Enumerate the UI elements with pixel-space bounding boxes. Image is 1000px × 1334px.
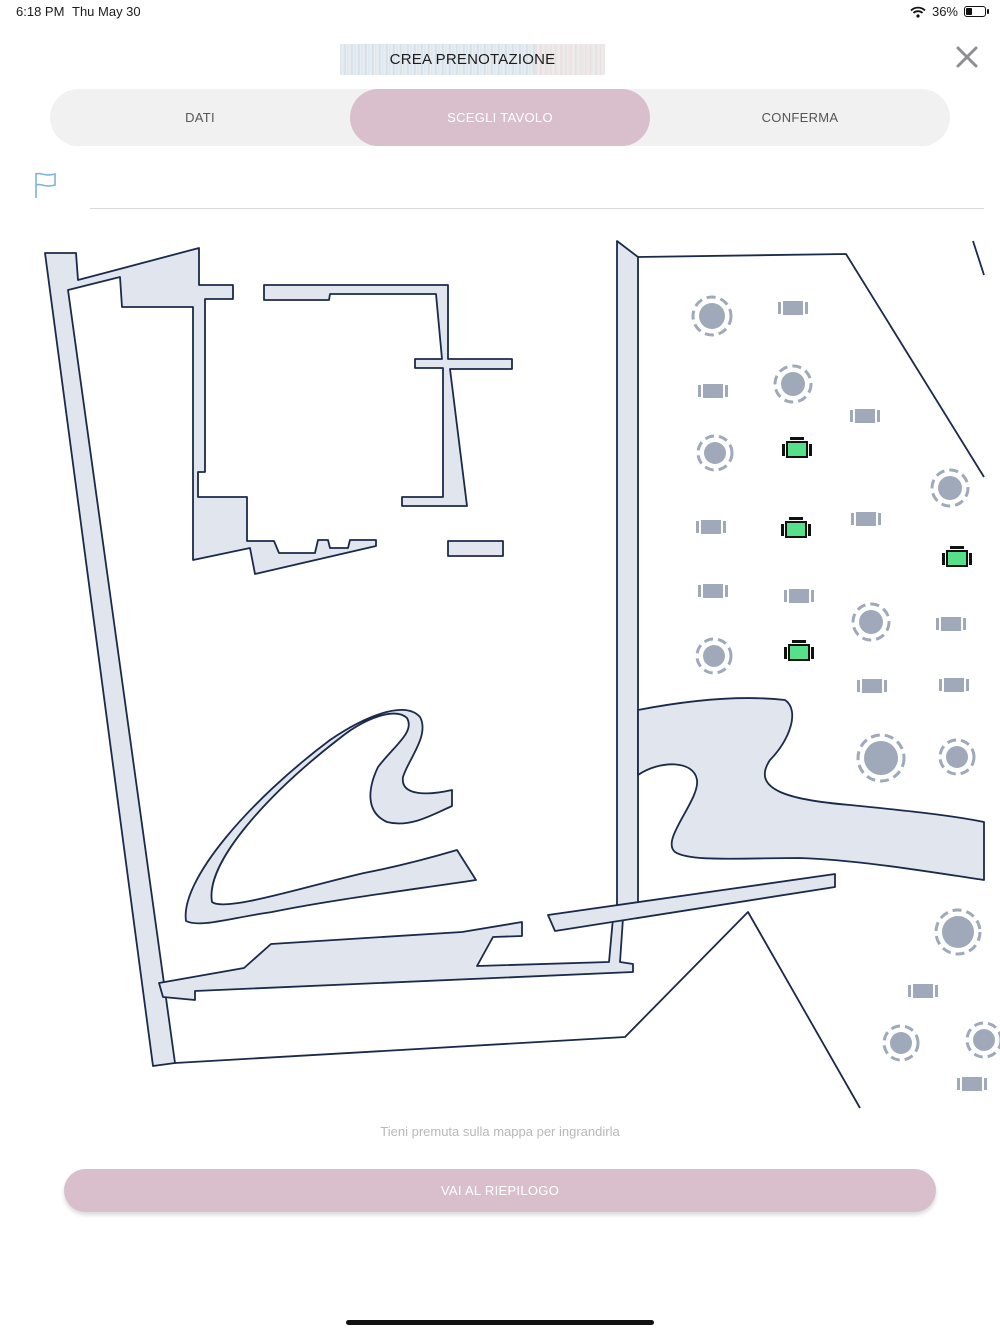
tab-conferma[interactable]: CONFERMA bbox=[650, 89, 950, 146]
rect-table[interactable] bbox=[778, 301, 808, 315]
map-hint: Tieni premuta sulla mappa per ingrandirl… bbox=[380, 1124, 620, 1139]
pond bbox=[184, 709, 477, 925]
page-title: CREA PRENOTAZIONE bbox=[389, 51, 556, 68]
summary-button-label: VAI AL RIEPILOGO bbox=[440, 1183, 560, 1198]
wall bbox=[547, 873, 836, 932]
rect-table[interactable] bbox=[957, 1077, 987, 1091]
available-table[interactable] bbox=[781, 517, 811, 538]
wall bbox=[447, 540, 504, 557]
wall bbox=[158, 917, 634, 1001]
rect-table[interactable] bbox=[696, 520, 726, 534]
status-time: 6:18 PM bbox=[16, 4, 65, 19]
boundary-line bbox=[174, 911, 861, 1109]
tables-layer bbox=[691, 295, 1000, 1091]
summary-button[interactable]: VAI AL RIEPILOGO bbox=[64, 1169, 936, 1212]
round-table[interactable] bbox=[882, 1024, 920, 1062]
rect-table[interactable] bbox=[784, 589, 814, 603]
divider bbox=[90, 208, 984, 209]
floor-map[interactable] bbox=[0, 212, 1000, 1112]
battery-percent: 36% bbox=[931, 4, 958, 19]
available-table[interactable] bbox=[942, 546, 972, 567]
available-table[interactable] bbox=[784, 640, 814, 661]
tab-label: DATI bbox=[185, 110, 215, 125]
round-table[interactable] bbox=[938, 738, 976, 776]
wall bbox=[616, 240, 639, 906]
round-table[interactable] bbox=[691, 295, 733, 337]
wall bbox=[44, 247, 377, 1067]
rect-table[interactable] bbox=[939, 678, 969, 692]
floor-map-canvas[interactable] bbox=[0, 212, 1000, 1112]
rect-table[interactable] bbox=[851, 512, 881, 526]
tab-label: CONFERMA bbox=[761, 110, 839, 125]
status-date: Thu May 30 bbox=[72, 4, 141, 19]
title-banner: CREA PRENOTAZIONE bbox=[340, 44, 605, 75]
available-table[interactable] bbox=[782, 437, 812, 458]
status-bar: 6:18 PM Thu May 30 36% bbox=[0, 0, 1000, 24]
tab-scegli-tavolo[interactable]: SCEGLI TAVOLO bbox=[350, 89, 650, 146]
tab-dati[interactable]: DATI bbox=[50, 89, 350, 146]
round-table[interactable] bbox=[773, 364, 813, 404]
flag-icon[interactable] bbox=[32, 170, 58, 200]
round-table[interactable] bbox=[696, 434, 734, 472]
round-table[interactable] bbox=[856, 733, 906, 783]
rect-table[interactable] bbox=[698, 384, 728, 398]
rect-table[interactable] bbox=[908, 984, 938, 998]
boundary-line bbox=[637, 253, 985, 478]
rect-table[interactable] bbox=[850, 409, 880, 423]
round-table[interactable] bbox=[934, 908, 982, 956]
battery-level bbox=[966, 8, 972, 15]
wall bbox=[263, 284, 513, 507]
close-x-icon[interactable] bbox=[952, 42, 982, 72]
round-table[interactable] bbox=[930, 468, 970, 508]
wifi-icon bbox=[910, 6, 926, 18]
rect-table[interactable] bbox=[857, 679, 887, 693]
pool bbox=[637, 697, 985, 881]
rect-table[interactable] bbox=[936, 617, 966, 631]
step-tabs: DATI SCEGLI TAVOLO CONFERMA bbox=[50, 89, 950, 146]
tab-label: SCEGLI TAVOLO bbox=[447, 110, 553, 125]
rect-table[interactable] bbox=[698, 584, 728, 598]
boundary-line bbox=[972, 240, 985, 276]
status-indicators: 36% bbox=[910, 4, 989, 19]
round-table[interactable] bbox=[851, 602, 891, 642]
battery-icon bbox=[964, 6, 989, 17]
round-table[interactable] bbox=[695, 637, 733, 675]
round-table[interactable] bbox=[965, 1021, 1000, 1059]
home-indicator[interactable] bbox=[346, 1320, 654, 1325]
